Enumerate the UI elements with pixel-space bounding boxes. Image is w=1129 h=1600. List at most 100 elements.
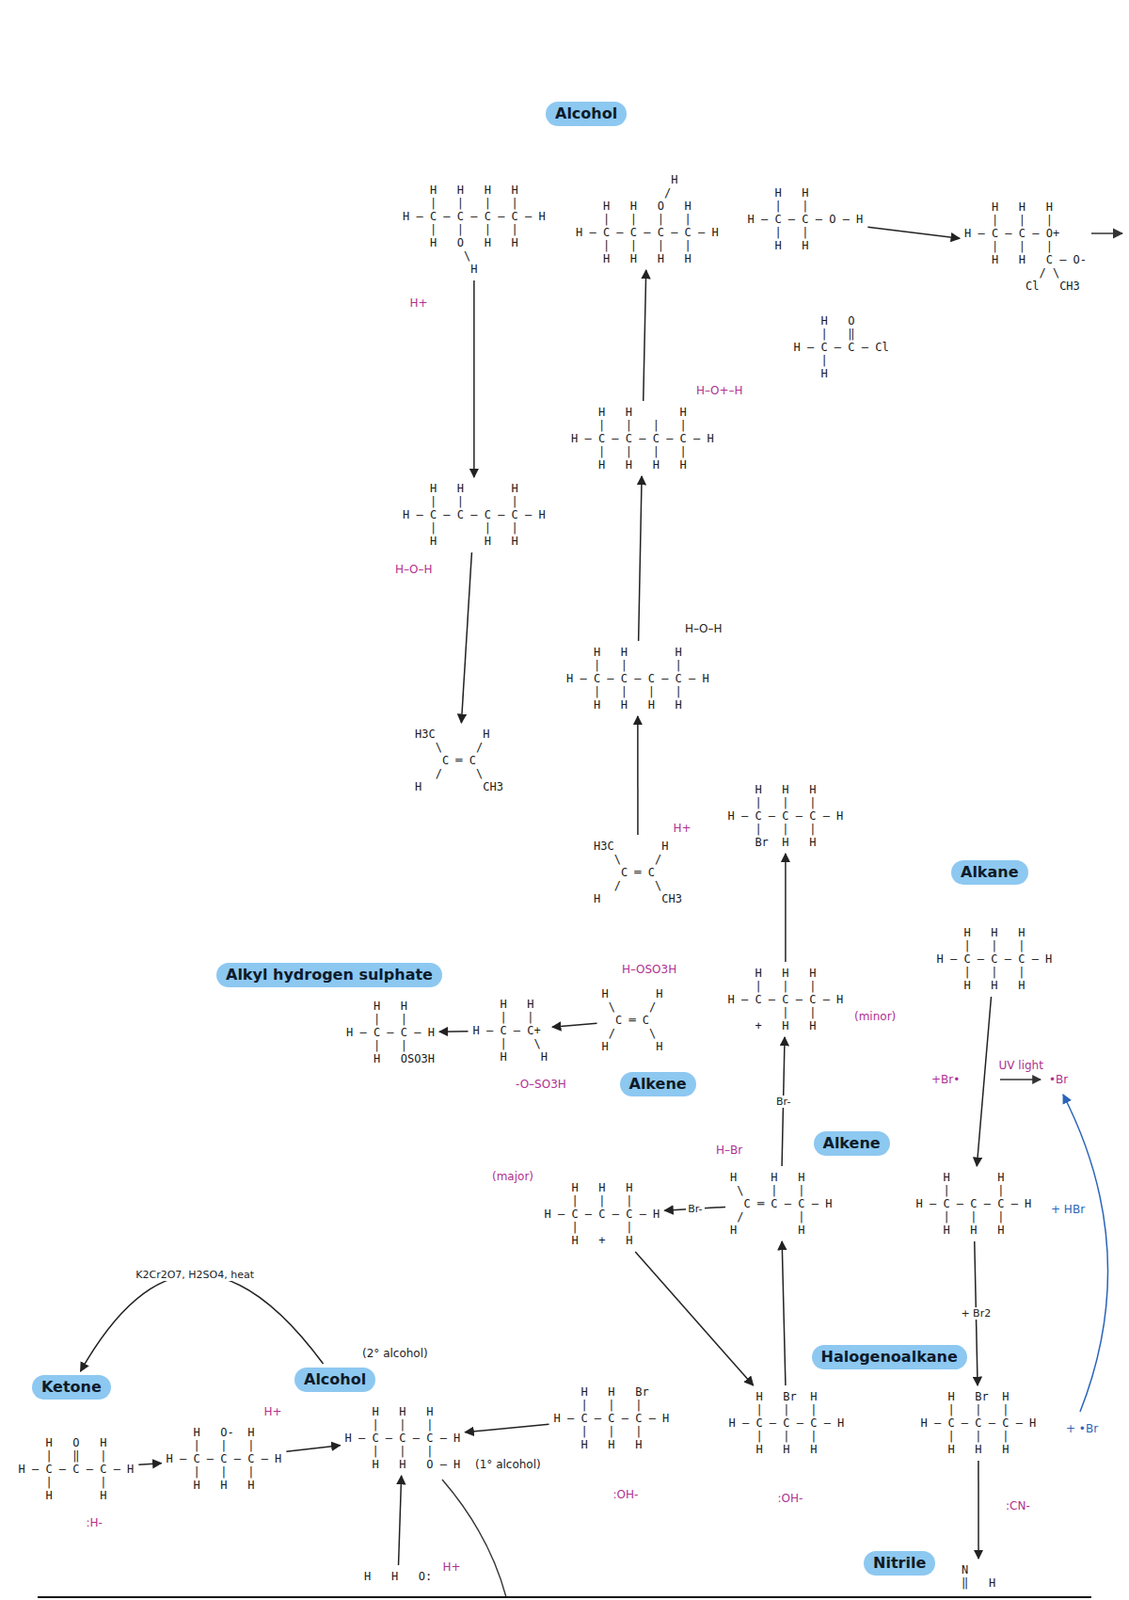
structural-formula: H H H H | | | |H — C — C — C — C — H | |… <box>402 183 546 276</box>
formula-row: H <box>794 366 890 381</box>
formula-row: H H H <box>921 1442 1037 1456</box>
formula-row: H — C — C — C — H <box>554 1411 670 1425</box>
formula-row: | | <box>728 1005 844 1019</box>
formula-row: | | | <box>728 979 844 993</box>
formula-row: / \ <box>593 878 683 892</box>
reaction-arrow <box>977 1460 980 1559</box>
class-label: Alkene <box>813 1130 891 1156</box>
reaction-arrow <box>635 1251 753 1385</box>
reaction-arrow <box>464 1423 549 1432</box>
class-name: Nitrile <box>873 1553 926 1573</box>
annotation: :OH- <box>611 1487 641 1501</box>
annotation: +Br• <box>929 1072 962 1086</box>
annotation: H+ <box>408 296 430 310</box>
annotation: + HBr <box>1049 1202 1087 1216</box>
formula-row: H — C — C — C — C — H <box>566 671 710 685</box>
formula-row: H — C — C — C — C — H <box>575 225 719 239</box>
formula-row: H H H H <box>566 698 710 712</box>
structural-formula: H H H | | |H — C — C — C — C — H | | | H… <box>402 481 546 548</box>
formula-row: H H C — O- <box>964 253 1087 267</box>
class-label: Alkyl hydrogen sulphate <box>216 962 443 987</box>
formula-row: | | | <box>544 1193 661 1208</box>
class-label: Ketone <box>31 1374 112 1400</box>
formula-row: H — C — C — C — H <box>921 1415 1037 1430</box>
formula-row: | | | <box>554 1398 670 1412</box>
annotation: •Br <box>1047 1072 1070 1086</box>
reaction-arrow <box>638 476 642 641</box>
formula-row: H + H <box>544 1233 661 1247</box>
annotation: (1° alcohol) <box>473 1457 543 1471</box>
formula-row: | | | | <box>402 222 546 237</box>
formula-row: H H Br <box>554 1384 670 1399</box>
formula-row: H — C — C — C — H <box>916 1196 1033 1210</box>
formula-row: H H H <box>728 966 844 980</box>
reaction-arrow <box>439 1030 469 1033</box>
annotation: (major) <box>490 1169 536 1183</box>
reagent-label: Br- <box>685 1202 704 1215</box>
formula-row: | ‖ | <box>18 1448 135 1463</box>
formula-row: H H H <box>402 481 546 495</box>
class-name: Alkene <box>823 1133 881 1153</box>
formula-row: | | | | <box>571 418 715 432</box>
reaction-arrow <box>784 853 787 962</box>
formula-row: H O H <box>18 1435 135 1449</box>
formula-row: | | | | <box>566 684 710 699</box>
formula-row: | <box>794 353 890 367</box>
formula-row: | | <box>473 1010 548 1024</box>
formula-row: H H H <box>964 200 1087 214</box>
formula-row: | | | | <box>575 238 719 253</box>
formula-row: | | | <box>345 1417 462 1432</box>
formula-row: | | <box>346 1038 435 1052</box>
formula-row: H H H <box>730 1170 832 1184</box>
formula-row: | | | <box>921 1429 1037 1443</box>
annotation: H–OSO3H <box>620 962 679 976</box>
annotation: H+ <box>441 1559 463 1574</box>
structural-formula: H O H | ‖ |H — C — C — C — H | | H H <box>18 1435 135 1502</box>
reaction-arrow <box>781 1240 786 1385</box>
reaction-arrow <box>80 1273 324 1371</box>
structural-formula: H / H H O H | | | |H — C — C — C — C — H… <box>575 173 719 266</box>
formula-row: | | | | <box>402 196 546 210</box>
formula-row: H OSO3H <box>346 1051 435 1066</box>
formula-row: H — C — C — Cl <box>794 340 890 354</box>
formula-row: C ═ C <box>414 753 504 767</box>
formula-row: | | | <box>729 1429 845 1443</box>
annotation: (2° alcohol) <box>360 1346 430 1360</box>
structural-formula: H H Br | | |H — C — C — C — H | | | H H … <box>554 1384 670 1451</box>
formula-row: / \ <box>964 266 1087 280</box>
formula-row: H — C — C — C — H <box>728 809 844 823</box>
formula-row: | | <box>747 199 864 213</box>
formula-row: | | | <box>964 239 1087 254</box>
formula-row: H — C — C — C — H <box>728 992 844 1006</box>
formula-row: H — C — C — H <box>346 1025 435 1039</box>
structural-formula: H O- H | | |H — C — C — C — H | | | H H … <box>166 1425 283 1492</box>
formula-row: H — C — C — C — H <box>18 1462 135 1476</box>
reaction-arrow <box>461 552 472 723</box>
formula-row: H — C — C — O+ <box>964 226 1087 240</box>
formula-row: H CH3 <box>593 891 683 906</box>
formula-row: H — C — C — C — C — H <box>571 431 715 446</box>
structural-formula: H3C H \ / C ═ C / \H CH3 <box>593 839 683 906</box>
class-label: Nitrile <box>863 1550 936 1575</box>
formula-row: \ / <box>593 852 683 866</box>
formula-row: | | <box>747 225 864 239</box>
reaction-arrow <box>138 1462 161 1465</box>
formula-row: H H <box>346 999 435 1013</box>
formula-row: | | | <box>921 1402 1037 1416</box>
structural-formula: H H | |H — C — C — H | | H OSO3H <box>346 999 435 1066</box>
formula-row: H — C — C — C — H <box>166 1451 283 1465</box>
structural-formula: H H | |H — C — C — O — H | | H H <box>747 186 864 253</box>
formula-row: H H <box>916 1170 1033 1184</box>
formula-row: | | | <box>916 1209 1033 1224</box>
formula-row: H H H <box>345 1404 462 1418</box>
reaction-arrow <box>643 270 647 401</box>
structural-formula: H H H | | |H — C — C — O+ | | | H H C — … <box>964 200 1087 293</box>
annotation: :CN- <box>1003 1498 1033 1512</box>
formula-row: C ═ C <box>602 1013 664 1027</box>
formula-row: / <box>575 186 719 200</box>
formula-row: | | | <box>166 1438 283 1452</box>
formula-row: | \ <box>473 1036 548 1050</box>
annotation: H–Br <box>714 1143 745 1157</box>
formula-row: | | | <box>728 822 844 836</box>
